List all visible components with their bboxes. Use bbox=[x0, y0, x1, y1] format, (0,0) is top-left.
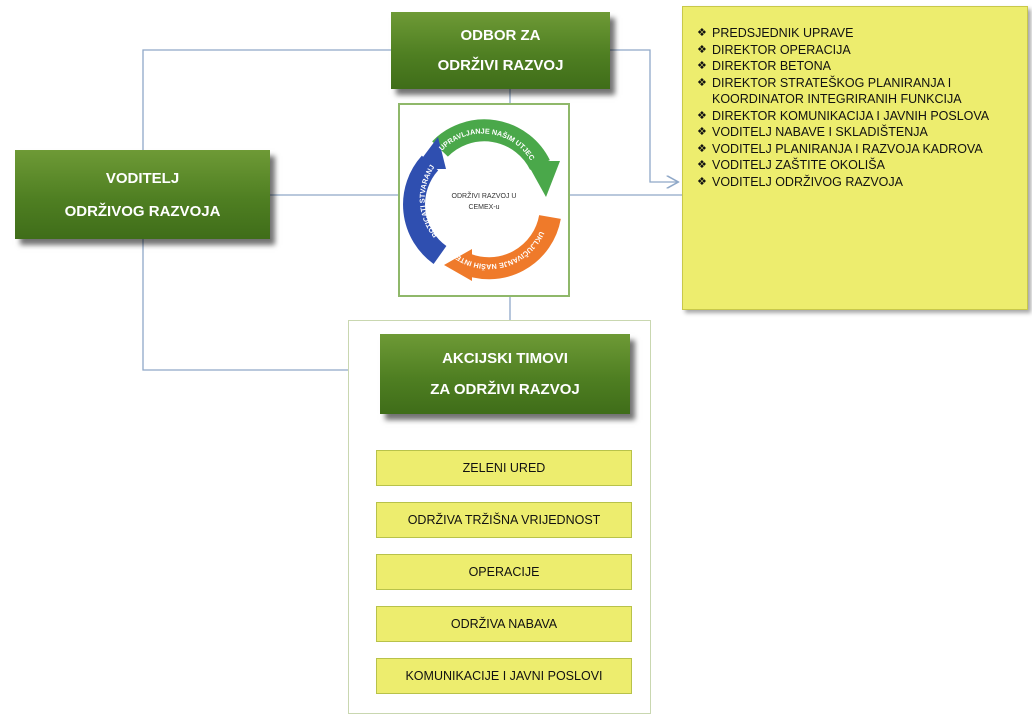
connector-committee-manager bbox=[142, 49, 391, 150]
cycle-arrow-orange bbox=[459, 214, 561, 280]
members-list: ❖PREDSJEDNIK UPRAVE ❖DIREKTOR OPERACIJA … bbox=[697, 25, 1019, 190]
member-item: ❖ VODITELJ NABAVE I SKLADIŠTENJA bbox=[697, 124, 1019, 141]
committee-members-panel: ❖PREDSJEDNIK UPRAVE ❖DIREKTOR OPERACIJA … bbox=[682, 6, 1028, 310]
committee-line2: ODRŽIVI RAZVOJ bbox=[437, 56, 564, 74]
member-item: ❖ VODITELJ ODRŽIVOG RAZVOJA bbox=[697, 174, 1019, 191]
member-label: VODITELJ ODRŽIVOG RAZVOJA bbox=[712, 174, 903, 189]
team-box-operations: OPERACIJE bbox=[376, 554, 632, 590]
member-label: VODITELJ PLANIRANJA I RAZVOJA KADROVA bbox=[712, 141, 983, 156]
team-box-market-value: ODRŽIVA TRŽIŠNA VRIJEDNOST bbox=[376, 502, 632, 538]
action-teams-box: AKCIJSKI TIMOVI ZA ODRŽIVI RAZVOJ bbox=[380, 334, 630, 414]
member-item: ❖ DIREKTOR BETONA bbox=[697, 58, 1019, 75]
action-teams-line2: ZA ODRŽIVI RAZVOJ bbox=[430, 381, 580, 398]
cycle-arrowhead-green bbox=[526, 161, 560, 197]
member-item: ❖ DIREKTOR KOMUNIKACIJA I JAVNIH POSLOVA bbox=[697, 108, 1019, 125]
team-box-procurement: ODRŽIVA NABAVA bbox=[376, 606, 632, 642]
member-label: DIREKTOR STRATEŠKOG PLANIRANJA I KOORDIN… bbox=[712, 75, 962, 107]
action-teams-line1: AKCIJSKI TIMOVI bbox=[442, 350, 568, 367]
sustainability-cycle: UPRAVLJANJE NAŠIM UTJECAJEM NA OKOLIŠ UK… bbox=[397, 98, 570, 297]
member-label: VODITELJ ZAŠTITE OKOLIŠA bbox=[712, 158, 885, 172]
diamond-bullet-icon: ❖ bbox=[697, 27, 707, 39]
manager-line1: VODITELJ bbox=[105, 169, 180, 187]
member-item: ❖ VODITELJ ZAŠTITE OKOLIŠA bbox=[697, 157, 1019, 174]
member-item: ❖ PREDSJEDNIK UPRAVE bbox=[697, 25, 1019, 42]
diamond-bullet-icon: ❖ bbox=[697, 159, 707, 171]
member-label: PREDSJEDNIK UPRAVE bbox=[712, 26, 854, 40]
cycle-arrow-green bbox=[432, 119, 550, 171]
diamond-bullet-icon: ❖ bbox=[697, 60, 707, 72]
member-item: ❖ DIREKTOR OPERACIJA bbox=[697, 42, 1019, 59]
diamond-bullet-icon: ❖ bbox=[697, 142, 707, 155]
member-label: DIREKTOR BETONA bbox=[712, 59, 832, 73]
member-label: DIREKTOR KOMUNIKACIJA I JAVNIH POSLOVA bbox=[712, 108, 990, 123]
team-box-green-office: ZELENI URED bbox=[376, 450, 632, 486]
connector-manager-teams bbox=[142, 239, 380, 371]
diamond-bullet-icon: ❖ bbox=[697, 109, 707, 122]
cycle-arrowhead-blue bbox=[414, 137, 446, 169]
manager-line2: ODRŽIVOG RAZVOJA bbox=[64, 202, 221, 220]
member-label: DIREKTOR OPERACIJA bbox=[712, 42, 851, 57]
diamond-bullet-icon: ❖ bbox=[697, 126, 707, 138]
member-item: ❖ DIREKTOR STRATEŠKOG PLANIRANJA I KOORDI… bbox=[697, 75, 1019, 108]
diamond-bullet-icon: ❖ bbox=[697, 76, 707, 89]
committee-line1: ODBOR ZA bbox=[460, 26, 541, 44]
connector-committee-members bbox=[610, 49, 677, 182]
diamond-bullet-icon: ❖ bbox=[697, 43, 707, 56]
cycle-center-line1: ODRŽIVI RAZVOJ U bbox=[452, 191, 517, 200]
cycle-center-line2: CEMEX-u bbox=[468, 204, 499, 211]
committee-box: ODBOR ZA ODRŽIVI RAZVOJ bbox=[391, 12, 610, 89]
cycle-graphic: UPRAVLJANJE NAŠIM UTJECAJEM NA OKOLIŠ UK… bbox=[397, 98, 561, 281]
cycle-arrow-blue bbox=[403, 155, 447, 264]
cycle-arrowhead-orange bbox=[444, 249, 472, 281]
member-label: VODITELJ NABAVE I SKLADIŠTENJA bbox=[712, 125, 928, 139]
member-item: ❖ VODITELJ PLANIRANJA I RAZVOJA KADROVA bbox=[697, 141, 1019, 158]
team-box-communications: KOMUNIKACIJE I JAVNI POSLOVI bbox=[376, 658, 632, 694]
diamond-bullet-icon: ❖ bbox=[697, 175, 707, 188]
manager-box: VODITELJ ODRŽIVOG RAZVOJA bbox=[15, 150, 270, 239]
